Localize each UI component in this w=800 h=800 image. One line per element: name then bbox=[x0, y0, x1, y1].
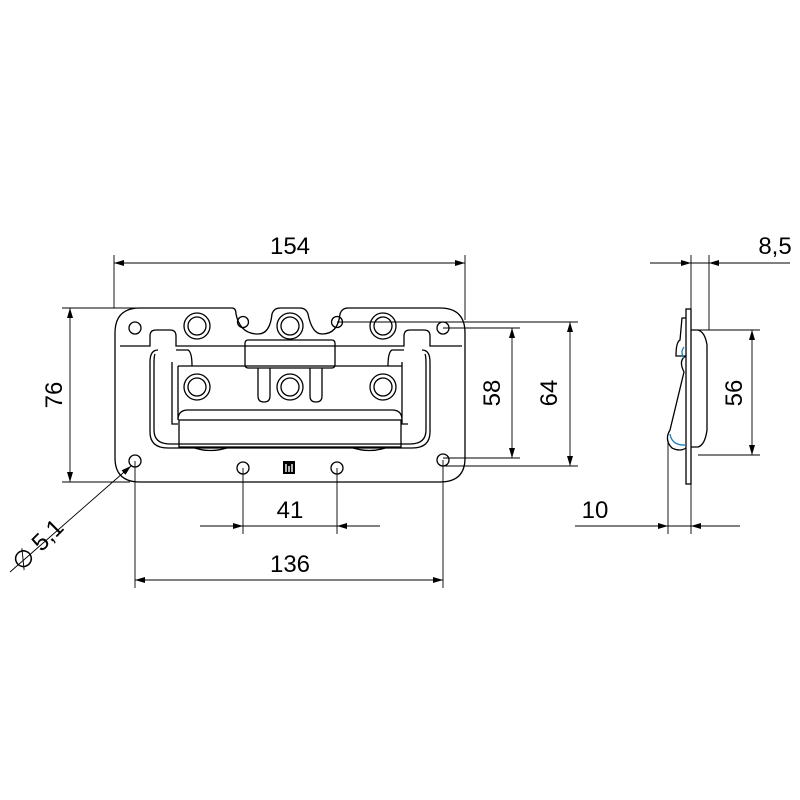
dimension-76: 76 bbox=[41, 307, 140, 483]
handle-knuckles bbox=[191, 446, 389, 452]
svg-text:8,5: 8,5 bbox=[758, 233, 791, 260]
dimension-58: 58 bbox=[443, 327, 520, 459]
handle-bar bbox=[171, 349, 408, 425]
tab-slots bbox=[257, 368, 323, 403]
svg-text:64: 64 bbox=[536, 380, 563, 407]
dimension-8-5: 8,5 bbox=[650, 233, 792, 330]
dimension-hole-diameter: ∅ 5,1 bbox=[7, 465, 132, 576]
dimension-64: 64 bbox=[337, 321, 578, 467]
svg-text:136: 136 bbox=[270, 551, 310, 578]
plate-outline bbox=[114, 307, 466, 483]
svg-text:56: 56 bbox=[721, 380, 748, 407]
rivets bbox=[183, 312, 397, 401]
dimension-10: 10 bbox=[575, 440, 740, 534]
svg-text:41: 41 bbox=[277, 497, 304, 524]
handle-grip bbox=[178, 419, 402, 448]
dimension-41: 41 bbox=[200, 468, 380, 534]
svg-text:58: 58 bbox=[479, 380, 506, 407]
front-view bbox=[114, 307, 466, 483]
flange-edge bbox=[120, 329, 462, 347]
dimension-56: 56 bbox=[698, 329, 760, 456]
handle-recess bbox=[149, 349, 431, 449]
dimension-136: 136 bbox=[134, 460, 444, 588]
side-view bbox=[666, 308, 708, 485]
handle-tab bbox=[244, 339, 336, 369]
logo-iti bbox=[283, 461, 295, 474]
svg-text:10: 10 bbox=[582, 497, 609, 524]
svg-text:∅ 5,1: ∅ 5,1 bbox=[7, 514, 69, 576]
dimension-154: 154 bbox=[113, 233, 466, 320]
svg-text:154: 154 bbox=[270, 233, 310, 260]
svg-text:76: 76 bbox=[41, 382, 68, 409]
